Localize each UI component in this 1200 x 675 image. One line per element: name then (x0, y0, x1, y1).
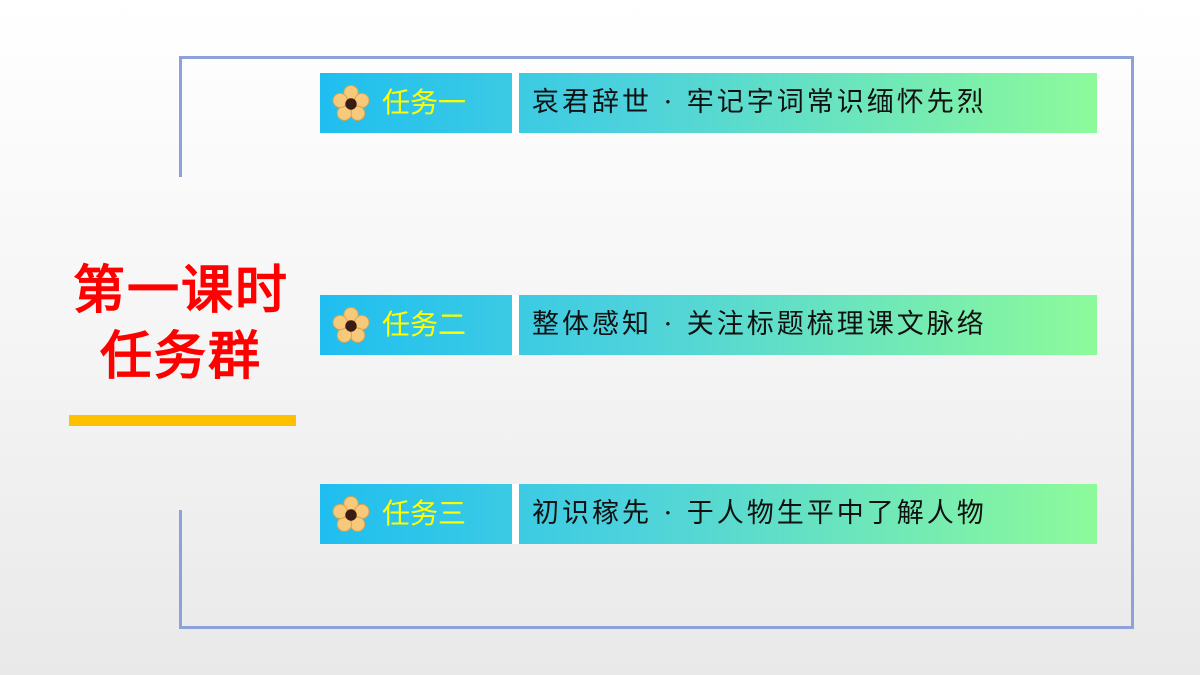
section-title-line1: 第一课时 (72, 261, 289, 321)
task-label-2: 任务二 (382, 308, 467, 341)
task-separator-3 (512, 484, 519, 544)
title-underline (69, 415, 296, 426)
task-bar-3[interactable]: 任务三 初识稼先 · 于人物生平中了解人物 (320, 484, 1097, 544)
task-bar-2[interactable]: 任务二 整体感知 · 关注标题梳理课文脉络 (320, 295, 1097, 355)
task-label-3: 任务三 (382, 497, 467, 530)
frame-right-line (1131, 56, 1134, 629)
section-title-line2: 任务群 (99, 327, 262, 387)
task-bar-1[interactable]: 任务一 哀君辞世 · 牢记字词常识缅怀先烈 (320, 73, 1097, 133)
task-desc-3: 初识稼先 · 于人物生平中了解人物 (532, 498, 987, 529)
task-label-1: 任务一 (382, 86, 467, 119)
frame-left-top-line (179, 56, 182, 177)
flower-icon (332, 307, 370, 343)
flower-icon (332, 496, 370, 532)
task-separator-1 (512, 73, 519, 133)
frame-top-line (179, 56, 1134, 59)
frame-bottom-line (179, 626, 1134, 629)
task-desc-1: 哀君辞世 · 牢记字词常识缅怀先烈 (532, 87, 987, 118)
section-title: 第一课时 任务群 (40, 258, 322, 390)
task-desc-2: 整体感知 · 关注标题梳理课文脉络 (532, 309, 987, 340)
task-separator-2 (512, 295, 519, 355)
frame-left-bottom-line (179, 510, 182, 629)
flower-icon (332, 85, 370, 121)
